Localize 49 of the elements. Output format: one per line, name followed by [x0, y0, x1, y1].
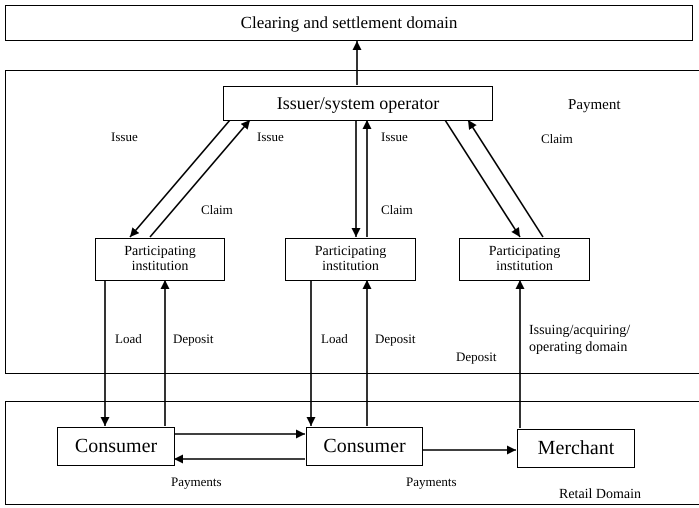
- node-label: Merchant: [536, 438, 616, 459]
- edge-label: Deposit: [455, 350, 498, 364]
- note-label: Issue: [256, 130, 285, 144]
- arrow: [306, 280, 316, 426]
- arrow: [352, 120, 360, 237]
- edge-label: Load: [114, 332, 143, 346]
- node-label: Clearing and settlement domain: [240, 14, 458, 32]
- edge-label: Claim: [540, 132, 574, 146]
- domain-label: Issuing/acquiring/ operating domain: [529, 323, 632, 357]
- arrow: [352, 41, 362, 85]
- domain-label: Payment: [568, 96, 620, 114]
- arrow: [149, 119, 251, 238]
- process-box: [285, 238, 416, 281]
- edge-label: Issue: [110, 130, 139, 144]
- node-label: Consumer: [74, 436, 158, 457]
- arrow: [100, 280, 110, 426]
- process-box: [5, 5, 693, 41]
- arrow: [160, 280, 170, 426]
- arrow: [174, 454, 305, 464]
- arrow: [174, 430, 305, 438]
- domain-label: Retail Domain: [559, 487, 642, 504]
- node-label: Issuer/system operator: [276, 94, 440, 113]
- edge-label: Issue: [380, 130, 409, 144]
- process-box: [306, 427, 423, 466]
- process-box: [517, 429, 635, 468]
- node-label: Consumer: [322, 436, 407, 457]
- domain-band: [5, 70, 699, 374]
- edge-label: Load: [320, 332, 349, 346]
- domain-band: [5, 401, 699, 505]
- arrow: [362, 280, 372, 426]
- process-box: [223, 86, 493, 121]
- edge-label: Payments: [170, 475, 223, 490]
- arrow: [362, 120, 372, 237]
- edge-label: Claim: [380, 203, 414, 218]
- node-label: Participating institution: [314, 244, 388, 274]
- arrow: [422, 446, 516, 454]
- edge-label: Deposit: [374, 332, 416, 346]
- process-box: [95, 238, 225, 281]
- node-label: Participating institution: [488, 244, 562, 274]
- edge-label: Claim: [200, 203, 234, 218]
- process-box: [57, 427, 175, 466]
- process-box: [459, 238, 590, 281]
- arrow: [444, 120, 521, 238]
- arrow: [467, 120, 544, 238]
- node-label: Participating institution: [123, 244, 197, 274]
- edge-label: Payments: [405, 475, 458, 490]
- edge-label: Deposit: [172, 332, 214, 346]
- arrow: [129, 119, 231, 238]
- arrow: [516, 280, 524, 428]
